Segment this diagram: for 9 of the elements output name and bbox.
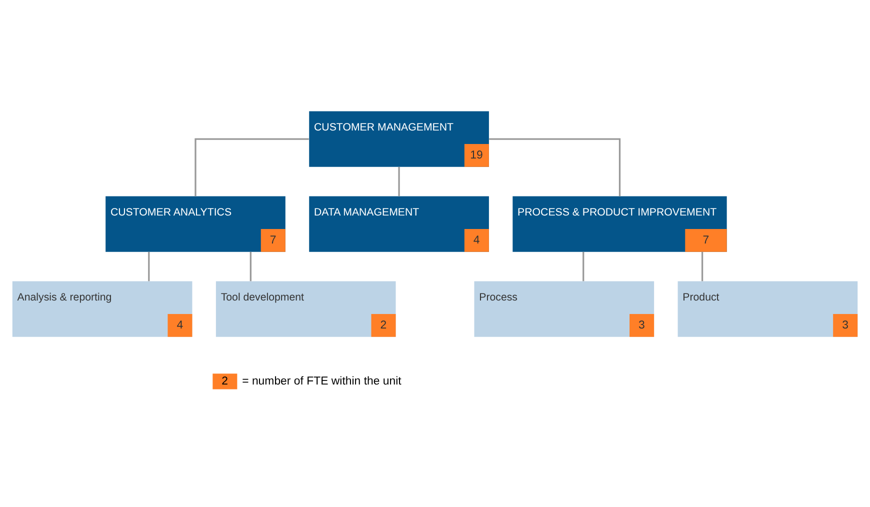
connector xyxy=(148,252,150,282)
connector xyxy=(489,138,621,196)
label: 2 xyxy=(222,375,228,388)
connector xyxy=(194,138,309,196)
legend-label: = number of FTE within the unit xyxy=(242,375,402,388)
connector xyxy=(582,252,584,282)
connector xyxy=(250,252,252,282)
connector xyxy=(398,166,400,196)
connector xyxy=(701,252,704,282)
